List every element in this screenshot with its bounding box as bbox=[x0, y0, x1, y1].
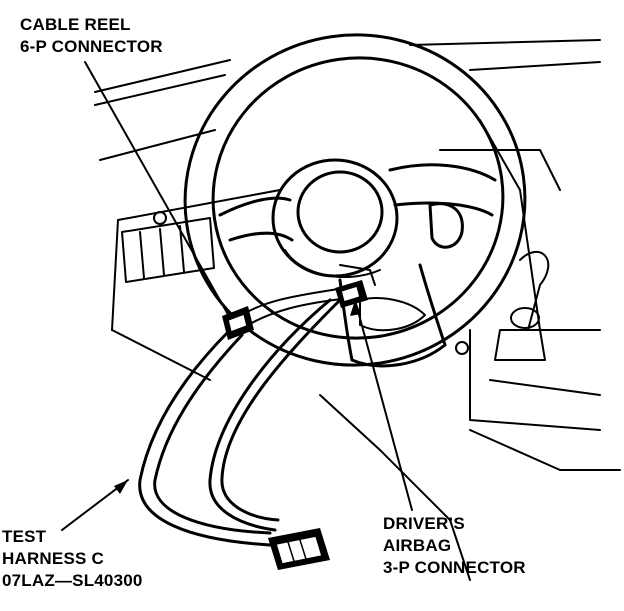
air-vent-left bbox=[121, 211, 215, 283]
callout-leaders bbox=[61, 61, 413, 531]
label-line: 6-P CONNECTOR bbox=[20, 37, 163, 56]
airbag-connector bbox=[335, 280, 368, 308]
cable-reel-connector-label: CABLE REEL 6-P CONNECTOR bbox=[20, 14, 163, 58]
harness-plug bbox=[268, 528, 330, 570]
label-line: AIRBAG bbox=[383, 536, 452, 555]
dashboard-outline bbox=[94, 39, 621, 581]
label-line: CABLE REEL bbox=[20, 15, 131, 34]
cable-reel-connector bbox=[222, 306, 254, 340]
steering-wheel-hub bbox=[218, 158, 497, 368]
drivers-airbag-connector-label: DRIVER’S AIRBAG 3-P CONNECTOR bbox=[383, 513, 526, 579]
label-line: 07LAZ—SL40300 bbox=[2, 571, 143, 590]
test-harness-cable bbox=[138, 264, 376, 547]
test-harness-label: TEST HARNESS C 07LAZ—SL40300 bbox=[2, 526, 143, 592]
label-line: DRIVER’S bbox=[383, 514, 465, 533]
label-line: 3-P CONNECTOR bbox=[383, 558, 526, 577]
label-line: TEST bbox=[2, 527, 47, 546]
label-line: HARNESS C bbox=[2, 549, 104, 568]
steering-wheel-rim bbox=[183, 33, 527, 367]
gear-shifter bbox=[455, 250, 550, 361]
